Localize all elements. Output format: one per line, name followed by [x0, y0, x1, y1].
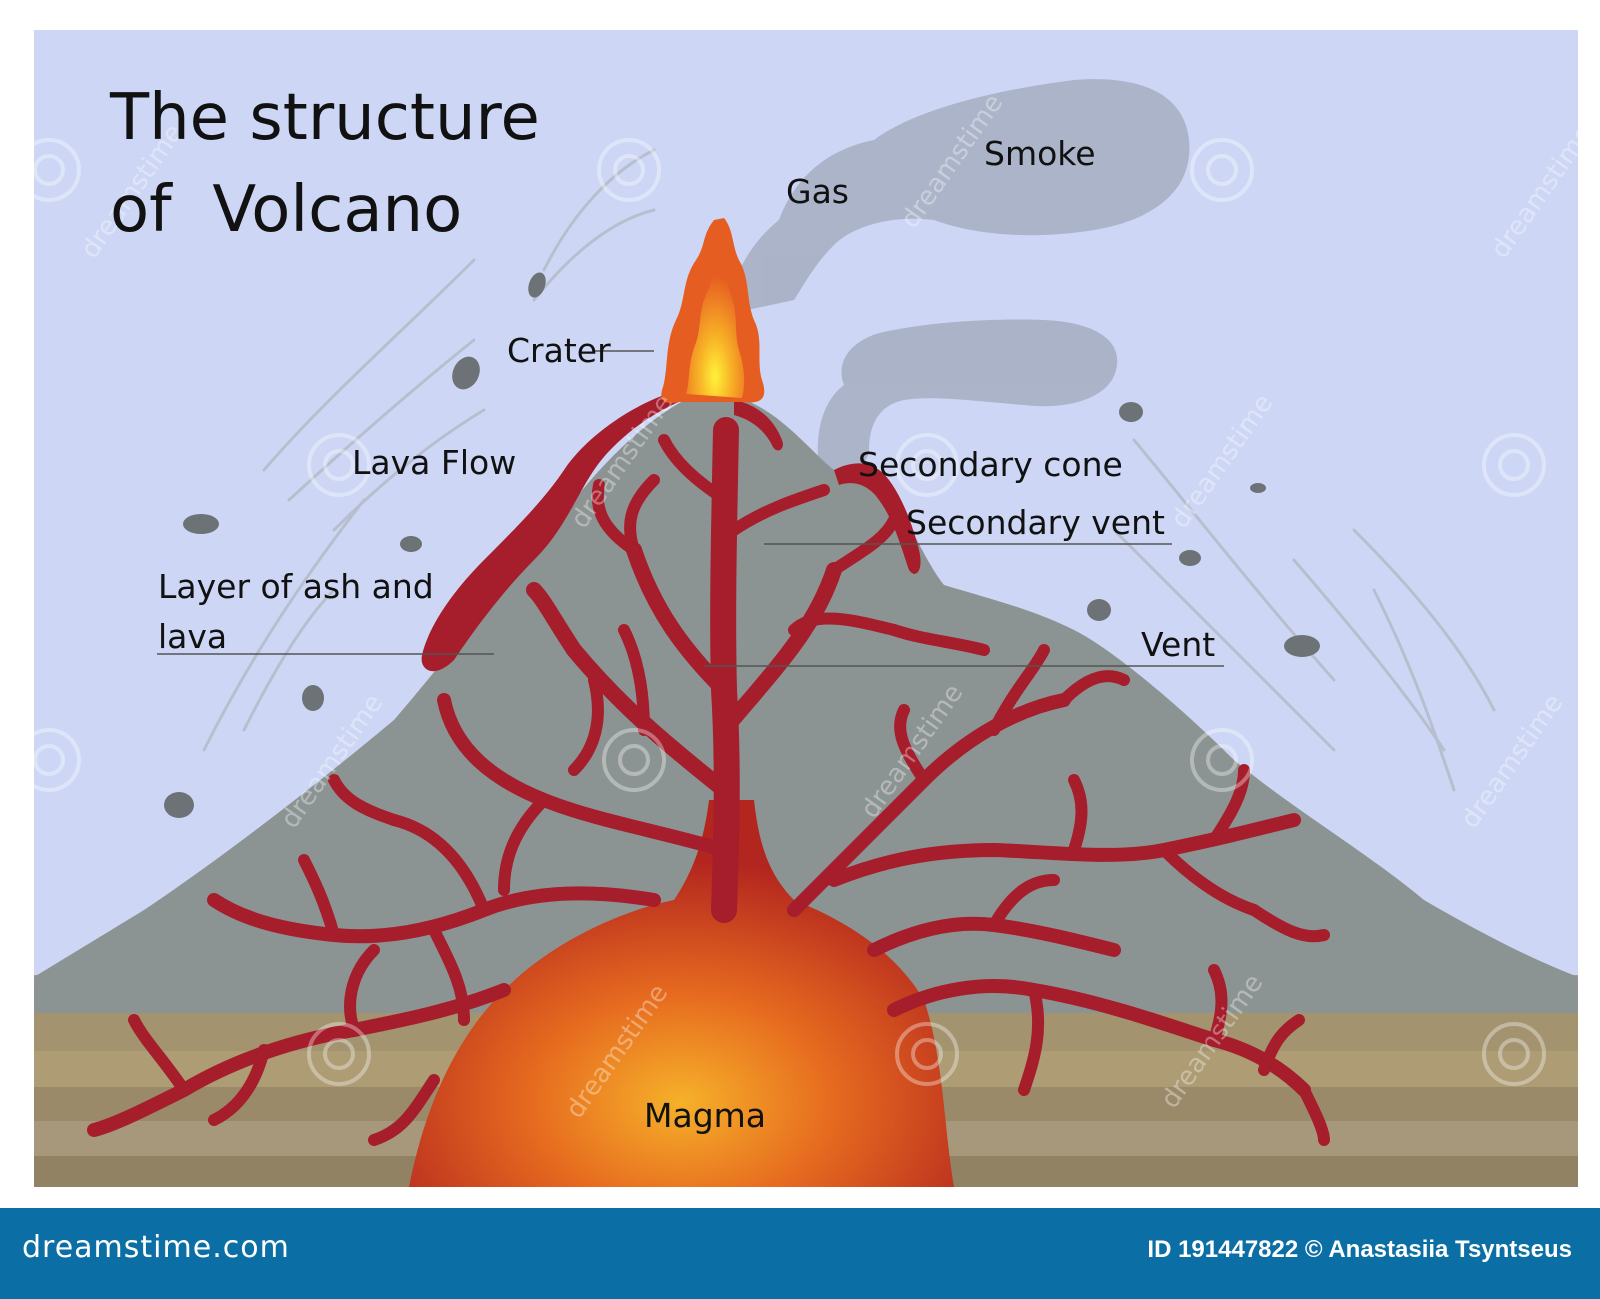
volcano-diagram: dreamstime dreamstime dreamstime dreamst… [34, 30, 1578, 1187]
label-crater: Crater [507, 331, 611, 370]
volcano-illustration: dreamstime dreamstime dreamstime dreamst… [34, 30, 1578, 1187]
ejected-rocks [164, 272, 1320, 818]
label-gas: Gas [786, 172, 849, 211]
footer-credit: ID 191447822 © Anastasiia Tsyntseus [1147, 1236, 1572, 1263]
title-line-1: The structure [110, 81, 540, 155]
footer-brand: dreamstime.com [22, 1230, 290, 1265]
crater-eruption [661, 218, 765, 404]
volcano-cone [34, 398, 1578, 1013]
diagram-title: The structure of Volcano [110, 72, 540, 256]
leader-lines [157, 350, 1224, 667]
title-line-2: of Volcano [110, 173, 463, 247]
lava-flows [421, 395, 921, 672]
vent-network [87, 417, 1330, 1146]
label-magma: Magma [644, 1096, 767, 1135]
label-vent: Vent [1141, 625, 1216, 664]
label-secondary-vent: Secondary vent [906, 503, 1165, 542]
footer-bar: dreamstime.com ID 191447822 © Anastasiia… [0, 1208, 1600, 1299]
label-lava-flow: Lava Flow [352, 443, 517, 482]
watermark-swirls [34, 138, 1546, 1086]
magma-chamber [409, 800, 954, 1187]
smoke-plume [724, 79, 1190, 475]
label-secondary-cone: Secondary cone [858, 445, 1123, 484]
label-layer-of-ash-and-lava: Layer of ash and lava [158, 567, 434, 656]
label-smoke: Smoke [984, 134, 1096, 173]
